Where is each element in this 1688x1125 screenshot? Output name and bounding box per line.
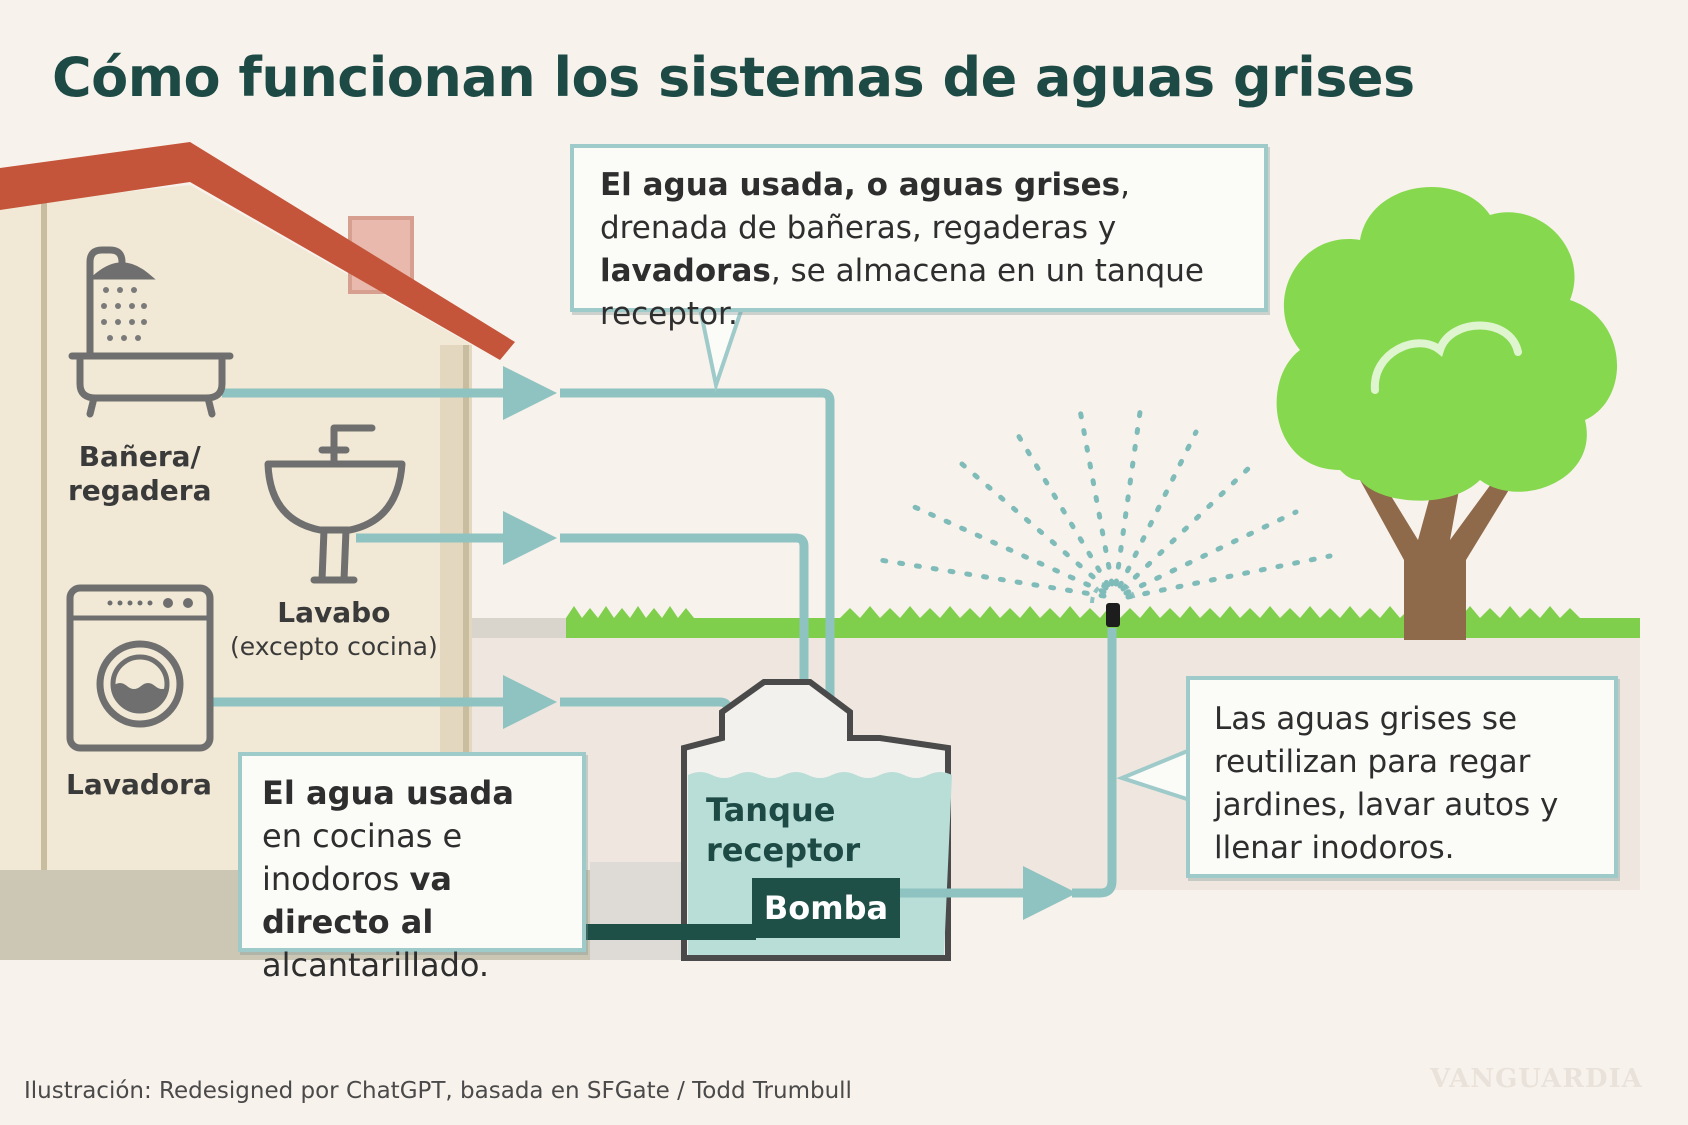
- washer-label-text: Lavadora: [66, 768, 212, 801]
- callout-top-segment: lavadoras: [600, 253, 771, 289]
- sewer-pipe: [586, 924, 756, 940]
- tank-label-line1: Tanque: [706, 791, 836, 829]
- roof: [0, 142, 515, 360]
- sink-pipe-to-tank: [560, 533, 809, 790]
- callout-left-segment: El agua usada: [262, 774, 514, 812]
- underground-gravel: [590, 862, 690, 960]
- grass-tufts: [566, 606, 694, 618]
- callout-top-segment: El agua usada, o aguas grises: [600, 167, 1121, 203]
- callout-right-segment: Las aguas grises se reutilizan para rega…: [1214, 701, 1559, 866]
- bathtub-label: Bañera/ regadera: [68, 440, 211, 508]
- grass-tufts-right: [840, 606, 1580, 618]
- callout-top-segment: , se almacena en un tanque receptor.: [600, 253, 1204, 332]
- shower-icon: [86, 246, 156, 359]
- shower-drops: [101, 287, 147, 341]
- sink-label: Lavabo (excepto cocina): [230, 596, 438, 664]
- callout-graywater-reuse: Las aguas grises se reutilizan para rega…: [1186, 676, 1618, 878]
- callout-top-segment: bañeras, regaderas y: [786, 210, 1117, 246]
- callout-left-segment: en cocinas e inodoros: [262, 817, 463, 898]
- sink-label-text: Lavabo: [277, 596, 391, 629]
- illustration-credit: Ilustración: Redesigned por ChatGPT, bas…: [24, 1078, 852, 1104]
- bathtub-label-line2: regadera: [68, 474, 212, 507]
- publisher-watermark: VANGUARDIA: [1430, 1064, 1643, 1094]
- sink-sublabel: (excepto cocina): [230, 632, 438, 661]
- pump-pipe-to-sprinkler: [1072, 628, 1117, 898]
- pump-label: Bomba: [752, 878, 900, 938]
- bathtub-pipe-to-tank: [560, 388, 835, 790]
- tank-label: Tanque receptor: [706, 790, 860, 870]
- callout-graywater-storage: El agua usada, o aguas grises, drenada d…: [570, 144, 1268, 332]
- callout-top-segment: , drenada de: [600, 167, 1130, 246]
- tank-label-line2: receptor: [706, 831, 861, 869]
- sink-icon: [264, 424, 406, 584]
- bathtub-icon: [68, 352, 234, 418]
- callout-left-segment: va directo al: [262, 860, 452, 941]
- tree-icon: [1276, 187, 1618, 640]
- bathtub-label-line1: Bañera/: [78, 440, 201, 473]
- sprinkler-icon: [877, 407, 1333, 627]
- washing-machine-icon: [66, 584, 214, 752]
- callout-sewer: El agua usada en cocinas e inodoros va d…: [238, 752, 586, 984]
- page-title: Cómo funcionan los sistemas de aguas gri…: [52, 46, 1415, 109]
- callout-left-segment: alcantarillado.: [262, 946, 490, 984]
- grass-strip: [566, 618, 1640, 638]
- washer-label: Lavadora: [66, 768, 212, 802]
- paving-left: [470, 618, 566, 638]
